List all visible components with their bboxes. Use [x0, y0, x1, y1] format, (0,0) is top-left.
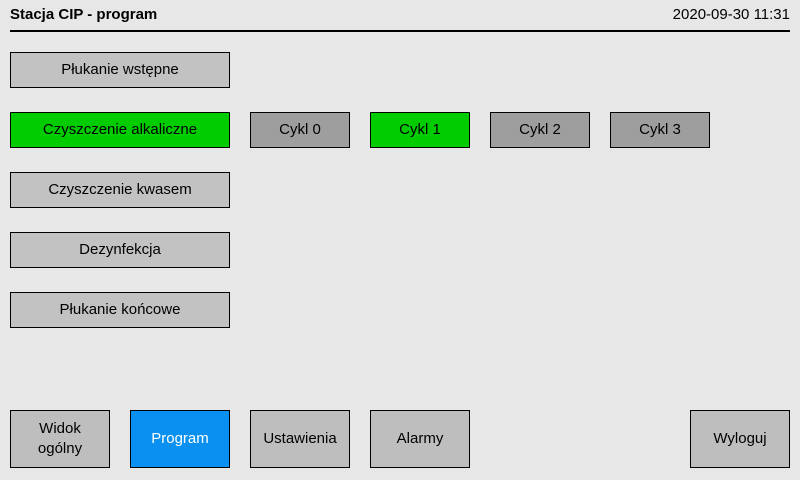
nav-button-program[interactable]: Program: [130, 410, 230, 468]
page-title: Stacja CIP - program: [10, 6, 158, 23]
step-button-plukanie-koncowe[interactable]: Płukanie końcowe: [10, 292, 230, 328]
step-button-czyszczenie-alkaliczne[interactable]: Czyszczenie alkaliczne: [10, 112, 230, 148]
nav-button-wyloguj[interactable]: Wyloguj: [690, 410, 790, 468]
cycle-button-cykl-1[interactable]: Cykl 1: [370, 112, 470, 148]
nav-button-ustawienia[interactable]: Ustawienia: [250, 410, 350, 468]
header-divider: [10, 30, 790, 32]
nav-button-alarmy[interactable]: Alarmy: [370, 410, 470, 468]
nav-button-widok-ogolny[interactable]: Widok ogólny: [10, 410, 110, 468]
cycle-button-cykl-0[interactable]: Cykl 0: [250, 112, 350, 148]
step-button-dezynfekcja[interactable]: Dezynfekcja: [10, 232, 230, 268]
cycle-button-cykl-3[interactable]: Cykl 3: [610, 112, 710, 148]
datetime-display: 2020-09-30 11:31: [672, 6, 790, 23]
step-button-plukanie-wstepne[interactable]: Płukanie wstępne: [10, 52, 230, 88]
step-button-czyszczenie-kwasem[interactable]: Czyszczenie kwasem: [10, 172, 230, 208]
cycle-button-cykl-2[interactable]: Cykl 2: [490, 112, 590, 148]
